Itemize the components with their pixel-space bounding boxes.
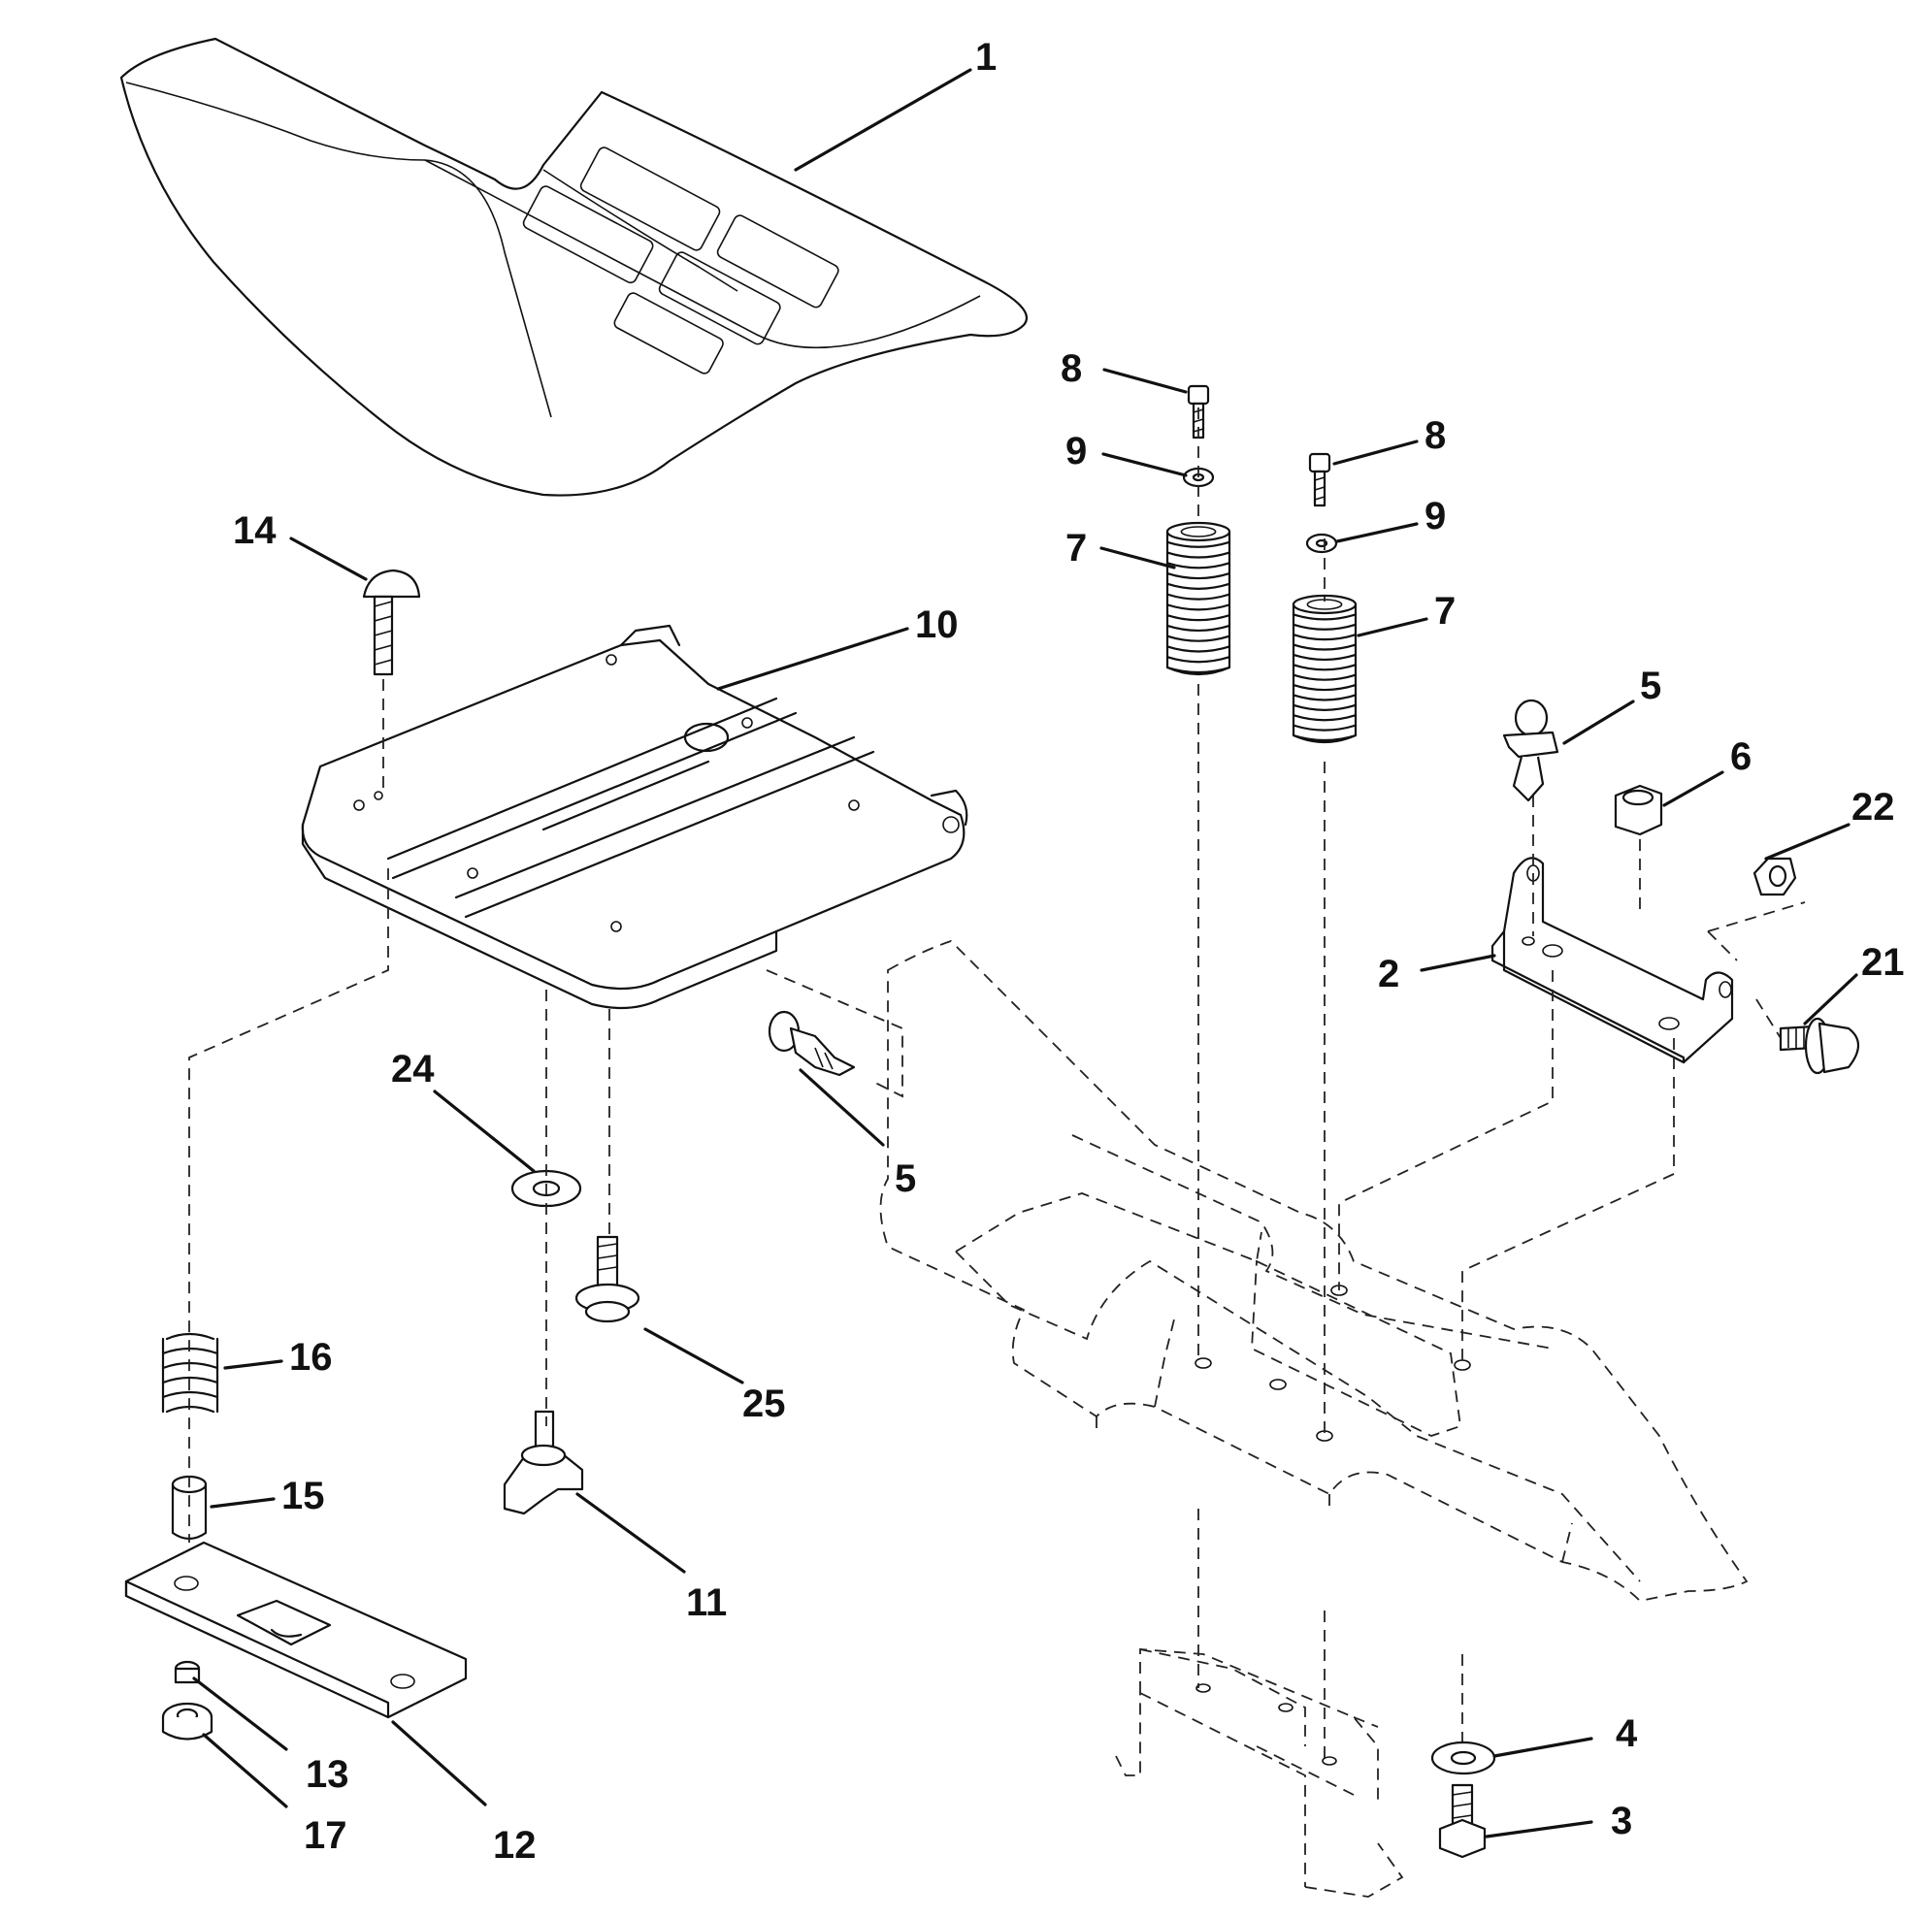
- callout-24: 24: [391, 1048, 435, 1090]
- callout-22: 22: [1851, 786, 1895, 829]
- callout-9-right: 9: [1424, 495, 1446, 537]
- lock-nut-part: [1614, 784, 1663, 836]
- leader-lines: [192, 68, 1858, 1839]
- callout-12: 12: [493, 1824, 537, 1867]
- slide-bracket-part: [124, 1541, 468, 1719]
- fender-frame-outline: [879, 939, 1749, 1602]
- clip-lower-part: [768, 1010, 856, 1077]
- shoulder-bolt-part: [574, 1235, 640, 1323]
- seat-pan-part: [301, 624, 968, 1010]
- callout-15: 15: [281, 1475, 325, 1517]
- hex-bolt-part: [1438, 1783, 1487, 1859]
- callout-1: 1: [975, 36, 997, 79]
- flange-nut-part: [161, 1702, 213, 1741]
- spring-7-right-part: [1292, 594, 1358, 744]
- bolt-8-right-part: [1308, 452, 1331, 507]
- callout-6: 6: [1730, 735, 1752, 778]
- callout-8-left: 8: [1061, 347, 1082, 390]
- callout-5-lower: 5: [895, 1157, 916, 1200]
- seat-part: [119, 37, 1029, 497]
- callout-5-upper: 5: [1640, 665, 1661, 707]
- callout-4: 4: [1616, 1712, 1638, 1755]
- callout-11: 11: [686, 1581, 727, 1624]
- callout-7-left: 7: [1065, 527, 1087, 569]
- spring-7-left-part: [1165, 521, 1231, 676]
- bolt-8-left-part: [1187, 384, 1210, 439]
- washer-9-right-part: [1305, 533, 1338, 554]
- callout-9-left: 9: [1065, 430, 1087, 472]
- spring-16-part: [161, 1332, 219, 1414]
- bolt-21-part: [1779, 1017, 1860, 1075]
- callout-25: 25: [742, 1383, 786, 1425]
- callout-17: 17: [304, 1814, 347, 1857]
- callout-8-right: 8: [1424, 414, 1446, 457]
- callout-7-right: 7: [1434, 590, 1456, 633]
- nut-22-part: [1752, 857, 1797, 896]
- callout-14: 14: [233, 509, 277, 552]
- callout-21: 21: [1861, 941, 1905, 984]
- callout-10: 10: [915, 603, 959, 646]
- clip-upper-part: [1502, 699, 1559, 802]
- callout-3: 3: [1611, 1800, 1632, 1842]
- assembly-guide-lines: [188, 407, 1806, 1761]
- nut-13-part: [174, 1660, 201, 1684]
- carriage-bolt-part: [362, 569, 421, 676]
- callout-2: 2: [1378, 953, 1399, 995]
- washer-4-part: [1430, 1741, 1496, 1775]
- lower-frame-bracket-outline: [1115, 1648, 1404, 1898]
- wing-knob-part: [503, 1410, 584, 1515]
- bracket-part: [1490, 857, 1734, 1064]
- callout-13: 13: [306, 1753, 349, 1796]
- callout-16: 16: [289, 1336, 333, 1379]
- callout-labels: 1 14 10 8 9 7 8 9 7 5 6 22 2 21 24 5 25 …: [233, 36, 1905, 1867]
